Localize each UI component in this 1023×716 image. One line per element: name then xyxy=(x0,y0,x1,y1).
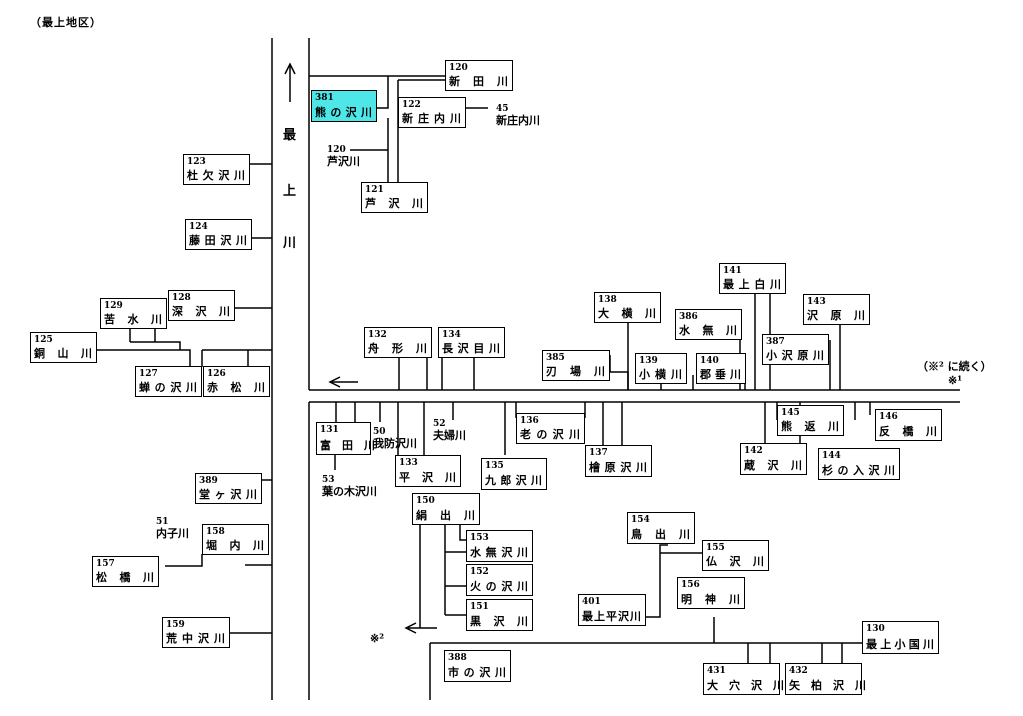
region-title: （最上地区） xyxy=(30,16,102,29)
continue-note: （※² に続く） xyxy=(917,360,992,373)
reference-mark-2: ※² xyxy=(370,632,385,645)
mogami-river-char-1: 最 xyxy=(283,128,297,143)
mogami-river-char-2: 上 xyxy=(283,184,297,199)
reference-mark-1: ※¹ xyxy=(948,374,963,387)
mogami-river-char-3: 川 xyxy=(283,236,297,251)
